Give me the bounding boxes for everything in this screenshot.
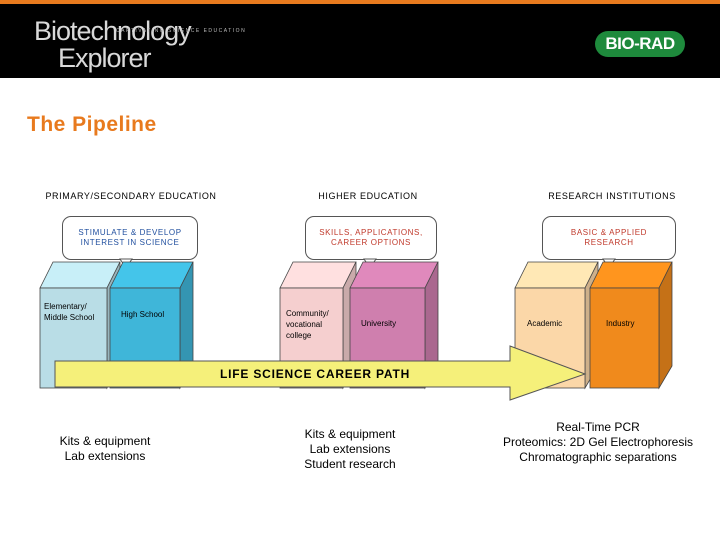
- column-heading-research: RESEARCH INSTITUTIONS: [548, 191, 676, 201]
- block-industry: [589, 261, 673, 390]
- block-label-community: Community/ vocational college: [286, 309, 329, 340]
- note-higher: Kits & equipment Lab extensions Student …: [304, 427, 396, 471]
- career-path-arrow: [54, 345, 587, 401]
- block-label-high-school: High School: [121, 310, 165, 319]
- column-heading-higher: HIGHER EDUCATION: [318, 191, 418, 201]
- note-research: Real-Time PCR Proteomics: 2D Gel Electro…: [502, 420, 694, 464]
- header-bar: Biotechnology Explorer CAPTIVATING SCIEN…: [0, 0, 720, 78]
- header-accent-line: [0, 0, 720, 4]
- block-label-industry: Industry: [606, 319, 635, 328]
- column-heading-primary: PRIMARY/SECONDARY EDUCATION: [45, 191, 217, 201]
- note-primary: Kits & equipment Lab extensions: [59, 434, 151, 463]
- block-label-elementary: Elementary/ Middle School: [44, 302, 95, 322]
- logo-tagline: CAPTIVATING SCIENCE EDUCATION: [116, 28, 247, 34]
- career-path-label: LIFE SCIENCE CAREER PATH: [220, 367, 411, 381]
- page-title: The Pipeline: [27, 113, 157, 136]
- block-label-university: University: [361, 319, 397, 328]
- biotechnology-explorer-logo: Biotechnology Explorer: [34, 16, 192, 73]
- callout-research: BASIC & APPLIED RESEARCH: [542, 216, 676, 260]
- bio-rad-logo: BIO-RAD: [595, 31, 685, 57]
- block-label-academic: Academic: [527, 319, 563, 328]
- callout-higher: SKILLS, APPLICATIONS, CAREER OPTIONS: [305, 216, 437, 260]
- callout-primary: STIMULATE & DEVELOP INTEREST IN SCIENCE: [62, 216, 198, 260]
